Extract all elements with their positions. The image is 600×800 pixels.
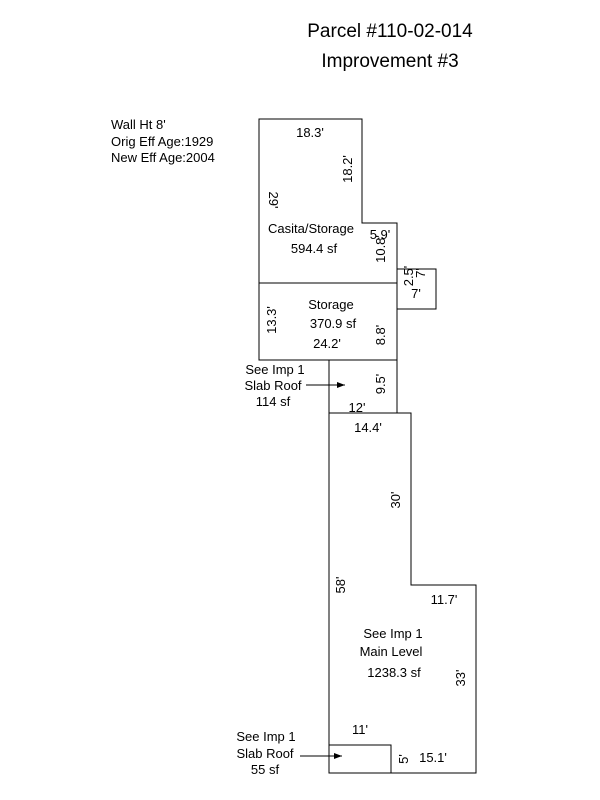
dim-slab1-bottom: 12' — [349, 400, 366, 415]
orig-eff-age-label: Orig Eff Age:1929 — [111, 134, 214, 149]
dim-main-lower-right: 33' — [453, 670, 468, 687]
dim-main-step: 11.7' — [431, 592, 458, 607]
parcel-title: Parcel #110-02-014 — [307, 21, 473, 42]
dim-casita-right: 18.2' — [340, 155, 355, 183]
dim-slab2-top: 11' — [352, 722, 368, 737]
dim-casita-top: 18.3' — [296, 125, 324, 140]
slab2-area: 55 sf — [251, 762, 280, 777]
wall-height-label: Wall Ht 8' — [111, 117, 166, 132]
dim-main-bottom: 15.1' — [419, 750, 447, 765]
storage-outline — [258, 282, 398, 361]
slab1-line1: See Imp 1 — [245, 362, 304, 377]
dim-main-upper-right: 30' — [388, 492, 403, 509]
bump-outline — [397, 268, 437, 310]
dim-casita-step: 5.9' — [370, 227, 391, 242]
main-area-label: 1238.3 sf — [367, 665, 421, 680]
dim-bump-width: 7' — [411, 286, 421, 301]
new-eff-age-label: New Eff Age:2004 — [111, 150, 215, 165]
slab2-line1: See Imp 1 — [236, 729, 295, 744]
dim-casita-right-lower: 10.8' — [373, 235, 388, 263]
dim-bump-vertical: 2.5' — [401, 266, 416, 287]
slab-roof-2-outline — [329, 744, 392, 773]
dim-storage-left: 13.3' — [264, 306, 279, 334]
slab1-line2: Slab Roof — [244, 378, 301, 393]
dim-storage-right: 8.8' — [373, 325, 388, 346]
dim-main-top: 14.4' — [354, 420, 382, 435]
dim-slab2-right: 5' — [396, 754, 411, 764]
casita-name-label: Casita/Storage — [268, 221, 354, 236]
slab1-area: 114 sf — [256, 394, 291, 409]
main-level-outline — [328, 412, 477, 774]
storage-name-label: Storage — [308, 297, 354, 312]
casita-area-label: 594.4 sf — [291, 241, 338, 256]
dim-storage-bottom: 24.2' — [313, 336, 341, 351]
dim-main-left: 58' — [333, 577, 348, 594]
main-line1-label: See Imp 1 — [363, 626, 422, 641]
main-line2-label: Main Level — [360, 644, 423, 659]
improvement-title: Improvement #3 — [321, 51, 459, 72]
dim-slab1-right: 9.5' — [373, 374, 388, 395]
slab2-line2: Slab Roof — [236, 746, 293, 761]
dim-casita-left: 29' — [266, 192, 281, 209]
storage-area-label: 370.9 sf — [310, 316, 357, 331]
dim-bump-right: 7' — [413, 268, 428, 278]
